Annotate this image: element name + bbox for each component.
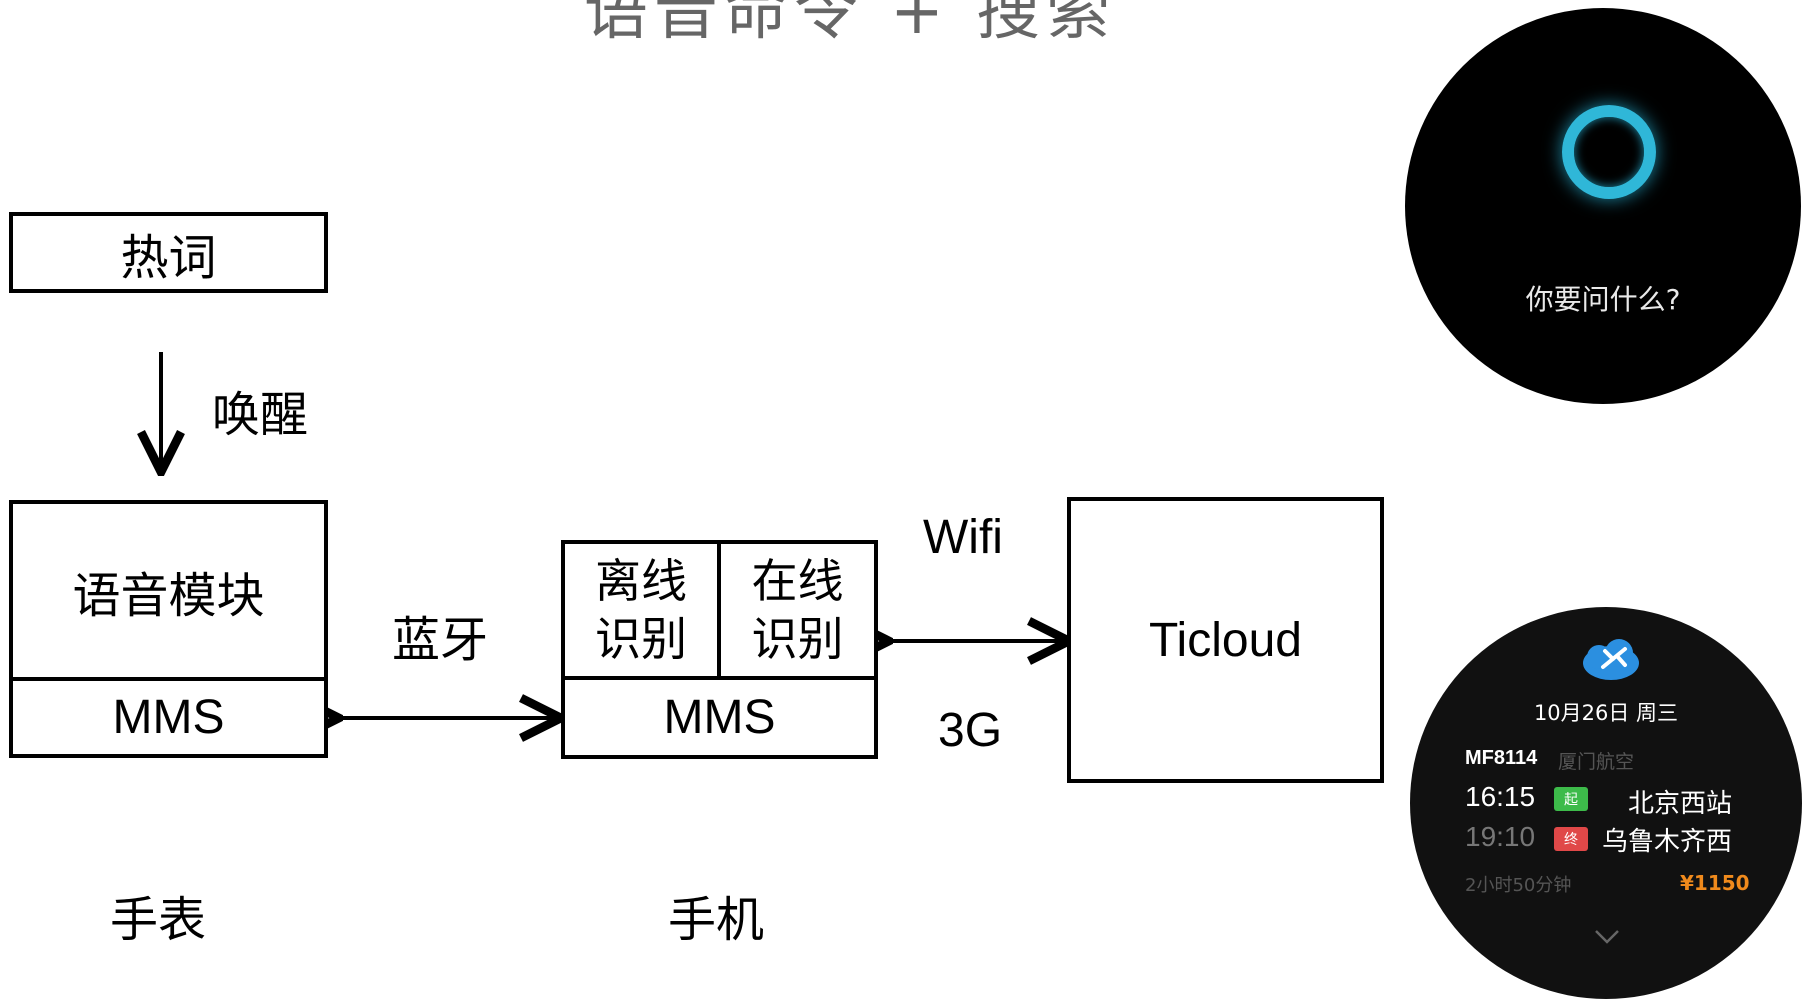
voice-module-box: 语音模块 [9,500,328,681]
wifi-label: Wifi [923,511,1003,564]
flight-number: MF8114 [1465,747,1538,769]
phone-mms-box: MMS [561,676,878,759]
watch-flight-card-screen: 10月26日 周三 MF8114 厦门航空 16:15 起 北京西站 19:10… [1410,607,1802,999]
assistant-ring-icon [1562,105,1656,199]
airplane-cloud-icon [1583,639,1639,680]
assistant-prompt: 你要问什么? [1525,283,1681,316]
phone-caption: 手机 [668,892,765,948]
phone-mms-label: MMS [663,691,776,744]
flight-date: 10月26日 周三 [1533,701,1679,725]
flight-duration: 2小时50分钟 [1465,875,1572,896]
watch-caption: 手表 [110,892,207,948]
ticloud-label: Ticloud [1149,613,1302,667]
watch-mms-box: MMS [9,677,328,758]
arrive-station: 乌鲁木齐西 [1602,827,1733,857]
voice-module-label: 语音模块 [72,567,265,624]
airline-name: 厦门航空 [1558,751,1635,773]
hotword-label: 热词 [120,229,217,286]
3g-label: 3G [938,704,1003,757]
offline-recognition-label: 离线识别 [595,554,687,666]
depart-station: 北京西站 [1628,789,1733,819]
arrive-time: 19:10 [1465,821,1536,852]
arrive-badge: 终 [1554,827,1588,851]
depart-time: 16:15 [1465,781,1536,812]
watch-mms-label: MMS [112,691,225,744]
depart-badge: 起 [1554,787,1588,811]
page-title: 语音命令 + 搜索 [583,0,1117,49]
flight-price: ¥1150 [1680,871,1750,895]
offline-recognition-box: 离线识别 [561,540,721,680]
watch-voice-assistant-screen: 你要问什么? [1405,8,1801,404]
hotword-box: 热词 [9,212,328,293]
online-recognition-label: 在线识别 [751,554,844,666]
online-recognition-box: 在线识别 [717,540,878,680]
bluetooth-label: 蓝牙 [392,612,489,668]
chevron-down-icon[interactable] [1594,929,1620,945]
ticloud-box: Ticloud [1067,497,1384,783]
wake-label: 唤醒 [212,387,309,443]
